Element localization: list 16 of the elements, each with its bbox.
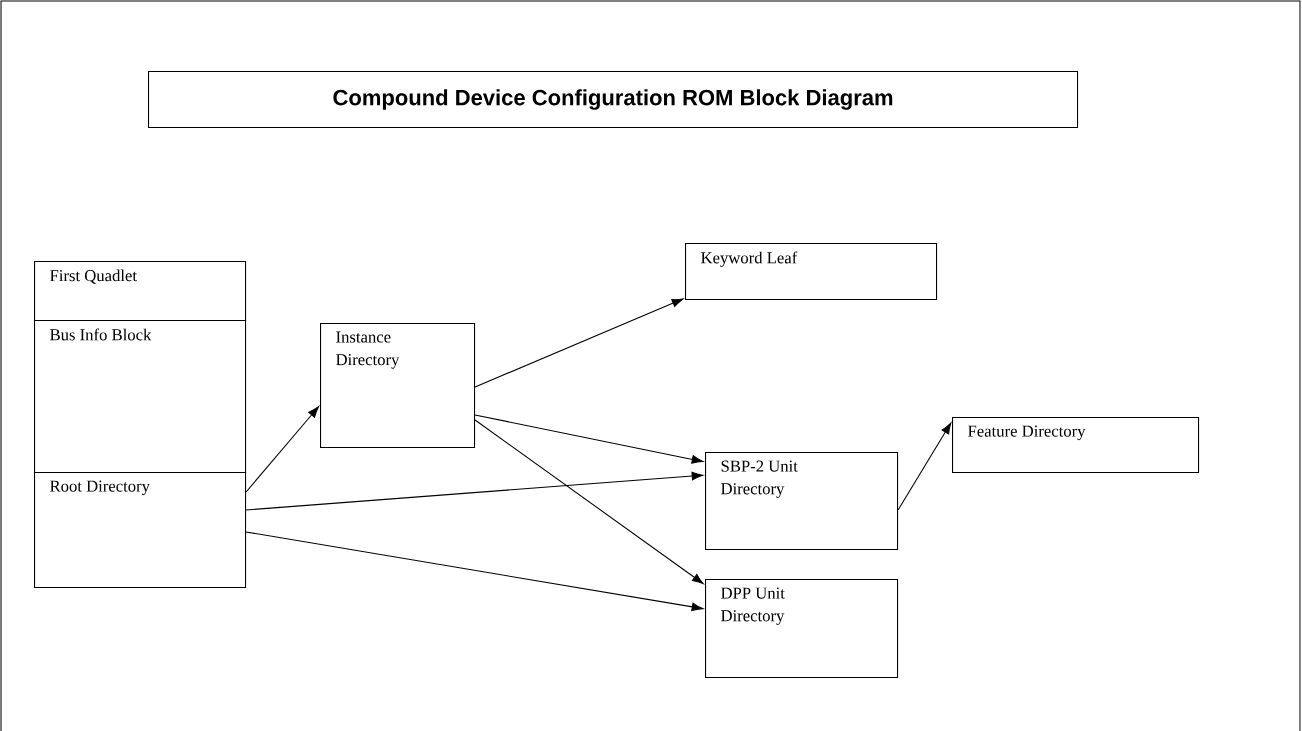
arrow [245, 531, 704, 612]
directory-box: Keyword Leaf [685, 243, 938, 301]
directory-box: Root Directory [34, 472, 247, 589]
directory-box: Instance Directory [320, 323, 476, 449]
directory-box: Feature Directory [952, 417, 1200, 474]
arrow [474, 419, 704, 585]
arrow [474, 414, 704, 464]
arrow [245, 471, 704, 511]
arrow [245, 406, 320, 493]
directory-box: SBP-2 Unit Directory [705, 452, 899, 551]
arrow [474, 298, 684, 388]
directory-box: First Quadlet [34, 261, 247, 322]
title-box: Compound Device Configuration ROM Block Diagram [148, 71, 1079, 129]
arrow [897, 422, 952, 511]
directory-box: DPP Unit Directory [705, 579, 899, 679]
directory-box: Bus Info Block [34, 320, 247, 474]
